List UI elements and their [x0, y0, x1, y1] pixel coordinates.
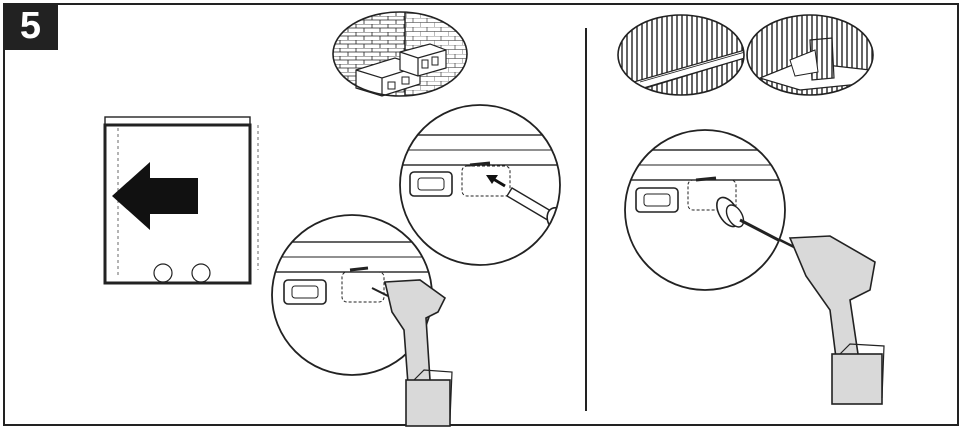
- brick-wall-icon: [330, 10, 470, 100]
- wall-corner-icon: [745, 12, 880, 102]
- wood-panel-wall-icon: [615, 12, 750, 102]
- power-drill-icon: [780, 236, 884, 404]
- projection-screen: [105, 117, 258, 283]
- detail-drilling: [270, 215, 452, 426]
- detail-anchor-insertion: [395, 105, 573, 265]
- detail-screwing: [620, 130, 884, 404]
